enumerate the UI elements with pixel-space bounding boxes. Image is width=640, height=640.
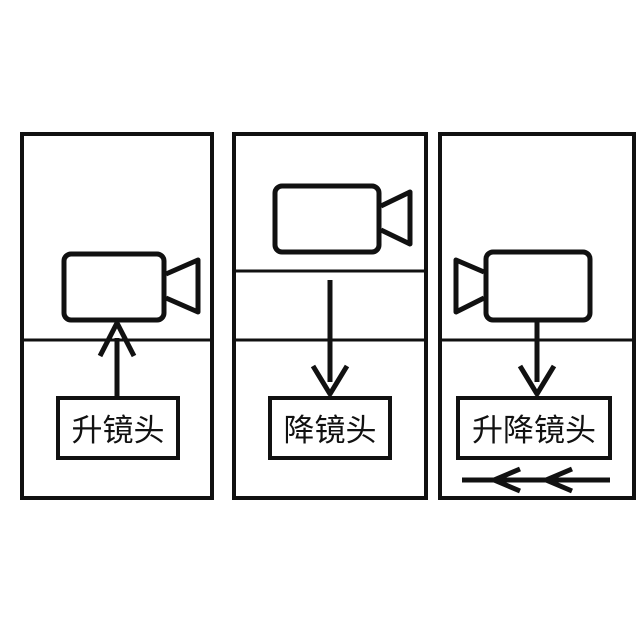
panel-rise-fall: 升降镜头 bbox=[438, 132, 636, 500]
panel-label: 升降镜头 bbox=[472, 413, 596, 449]
panel-rise: 升镜头 bbox=[20, 132, 214, 500]
arrow-down-icon bbox=[310, 280, 350, 397]
video-camera-icon bbox=[61, 251, 201, 323]
double-arrow-left-icon bbox=[462, 466, 610, 494]
panel-label: 升镜头 bbox=[72, 413, 165, 449]
video-camera-icon bbox=[272, 183, 413, 255]
video-camera-icon bbox=[453, 249, 593, 323]
label-box: 升镜头 bbox=[56, 396, 180, 460]
label-box: 升降镜头 bbox=[456, 396, 612, 460]
panel-label: 降镜头 bbox=[284, 413, 377, 449]
panel-frame bbox=[438, 132, 636, 500]
label-box: 降镜头 bbox=[268, 396, 392, 460]
panel-frame bbox=[232, 132, 428, 500]
arrow-up-icon bbox=[97, 320, 137, 398]
panel-frame bbox=[20, 132, 214, 500]
arrow-down-icon bbox=[517, 322, 557, 397]
panel-fall: 降镜头 bbox=[232, 132, 428, 500]
